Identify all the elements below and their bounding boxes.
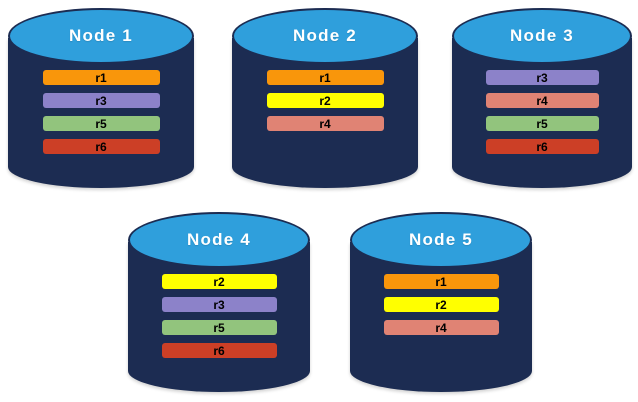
cylinder-top-cap: Node 3 <box>452 8 632 64</box>
record-label: r2 <box>435 297 447 312</box>
record-bar-r1[interactable]: r1 <box>42 70 160 85</box>
cylinder-top-cap: Node 2 <box>232 8 418 64</box>
node-label: Node 3 <box>510 26 574 45</box>
record-bar-r3[interactable]: r3 <box>485 70 599 85</box>
database-node-2[interactable]: Node 2 r1 r2 r4 <box>232 8 418 188</box>
record-label: r6 <box>536 139 548 154</box>
record-label: r3 <box>536 70 548 85</box>
record-label: r1 <box>435 274 447 289</box>
record-list: r1 r2 r4 <box>350 274 532 335</box>
record-label: r1 <box>95 70 107 85</box>
record-label: r4 <box>536 93 548 108</box>
record-bar-r6[interactable]: r6 <box>485 139 599 154</box>
record-bar-r2[interactable]: r2 <box>161 274 277 289</box>
record-bar-r3[interactable]: r3 <box>42 93 160 108</box>
record-label: r5 <box>95 116 107 131</box>
record-bar-r5[interactable]: r5 <box>485 116 599 131</box>
record-list: r1 r2 r4 <box>232 70 418 131</box>
record-label: r6 <box>213 343 225 358</box>
record-bar-r5[interactable]: r5 <box>42 116 160 131</box>
database-node-3[interactable]: Node 3 r3 r4 r5 r6 <box>452 8 632 188</box>
record-label: r4 <box>319 116 331 131</box>
record-bar-r2[interactable]: r2 <box>266 93 384 108</box>
record-bar-r6[interactable]: r6 <box>161 343 277 358</box>
record-label: r5 <box>536 116 548 131</box>
node-label: Node 1 <box>69 26 133 45</box>
record-label: r1 <box>319 70 331 85</box>
record-list: r2 r3 r5 r6 <box>128 274 310 358</box>
record-label: r2 <box>319 93 331 108</box>
node-label: Node 4 <box>187 230 251 249</box>
database-node-1[interactable]: Node 1 r1 r3 r5 r6 <box>8 8 194 188</box>
database-node-5[interactable]: Node 5 r1 r2 r4 <box>350 212 532 392</box>
record-label: r2 <box>213 274 225 289</box>
cylinder-top-cap: Node 5 <box>350 212 532 268</box>
record-label: r3 <box>95 93 107 108</box>
record-label: r6 <box>95 139 107 154</box>
cylinder-top-cap: Node 1 <box>8 8 194 64</box>
record-bar-r4[interactable]: r4 <box>383 320 499 335</box>
record-label: r5 <box>213 320 225 335</box>
record-label: r4 <box>435 320 447 335</box>
record-list: r1 r3 r5 r6 <box>8 70 194 154</box>
cylinder-top-cap: Node 4 <box>128 212 310 268</box>
record-bar-r6[interactable]: r6 <box>42 139 160 154</box>
record-bar-r4[interactable]: r4 <box>485 93 599 108</box>
record-bar-r4[interactable]: r4 <box>266 116 384 131</box>
record-bar-r1[interactable]: r1 <box>266 70 384 85</box>
record-bar-r3[interactable]: r3 <box>161 297 277 312</box>
record-bar-r1[interactable]: r1 <box>383 274 499 289</box>
node-label: Node 2 <box>293 26 357 45</box>
record-list: r3 r4 r5 r6 <box>452 70 632 154</box>
node-label: Node 5 <box>409 230 473 249</box>
record-bar-r2[interactable]: r2 <box>383 297 499 312</box>
record-label: r3 <box>213 297 225 312</box>
record-bar-r5[interactable]: r5 <box>161 320 277 335</box>
database-node-4[interactable]: Node 4 r2 r3 r5 r6 <box>128 212 310 392</box>
